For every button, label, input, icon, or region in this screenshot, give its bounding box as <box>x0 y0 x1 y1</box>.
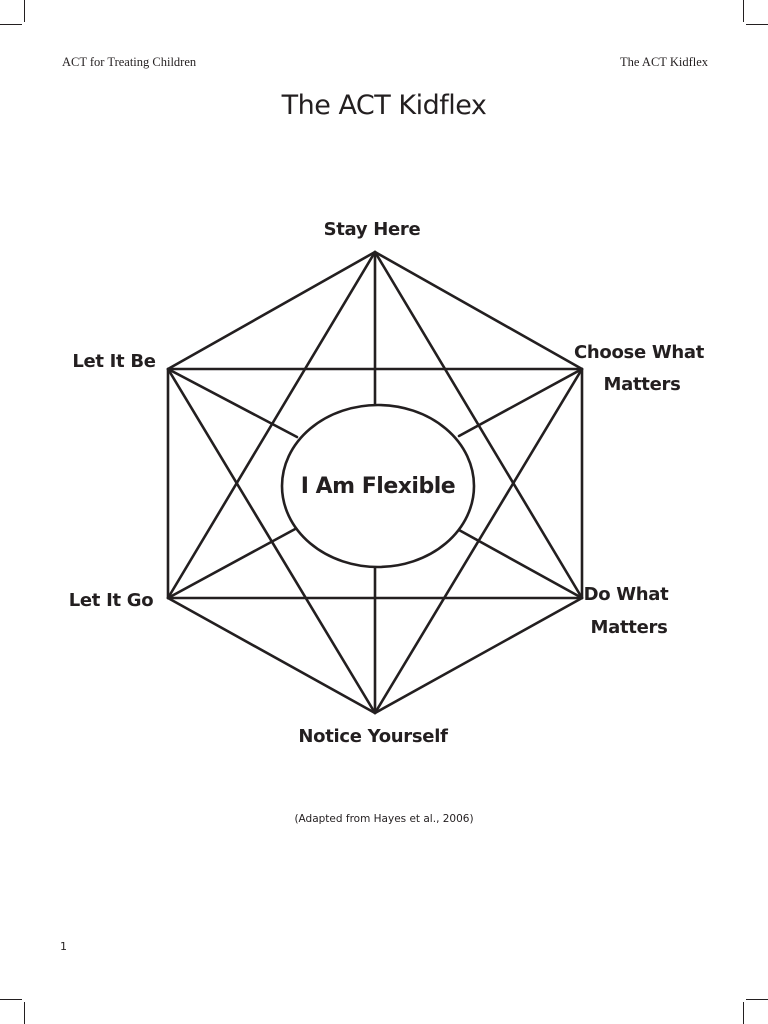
node-label-stay-here: Stay Here <box>324 219 421 240</box>
crop-mark-top-left <box>0 24 22 25</box>
spoke-lower-left <box>166 526 299 600</box>
page-number: 1 <box>60 940 67 953</box>
node-label-line: Choose What <box>574 342 705 363</box>
crop-mark-top-left <box>24 0 25 22</box>
running-head-book-title: ACT for Treating Children <box>62 55 197 69</box>
spoke-upper-left <box>166 367 299 439</box>
figure-caption: (Adapted from Hayes et al., 2006) <box>294 813 474 825</box>
crop-mark-bottom-right <box>746 999 768 1000</box>
spoke-upper-right <box>457 367 584 438</box>
center-label: I Am Flexible <box>301 474 455 499</box>
node-label-let-it-go: Let It Go <box>69 590 154 611</box>
crop-mark-bottom-left <box>24 1002 25 1024</box>
page-title: The ACT Kidflex <box>281 90 487 121</box>
node-label-line: Matters <box>591 617 668 638</box>
spoke-lower-right <box>457 528 584 600</box>
crop-mark-bottom-right <box>743 1002 744 1024</box>
crop-mark-top-right <box>746 24 768 25</box>
node-label-line: Matters <box>604 374 681 395</box>
node-label-line: Do What <box>584 584 670 605</box>
crop-mark-bottom-left <box>0 999 22 1000</box>
crop-mark-top-right <box>743 0 744 22</box>
node-label-do-what-matters: Do What Matters <box>584 584 675 638</box>
node-label-choose-what-matters: Choose What Matters <box>574 342 710 395</box>
center-circle <box>280 403 476 569</box>
running-head-chapter-title: The ACT Kidflex <box>620 55 708 69</box>
node-label-notice-yourself: Notice Yourself <box>298 726 448 747</box>
node-label-let-it-be: Let It Be <box>72 351 155 372</box>
